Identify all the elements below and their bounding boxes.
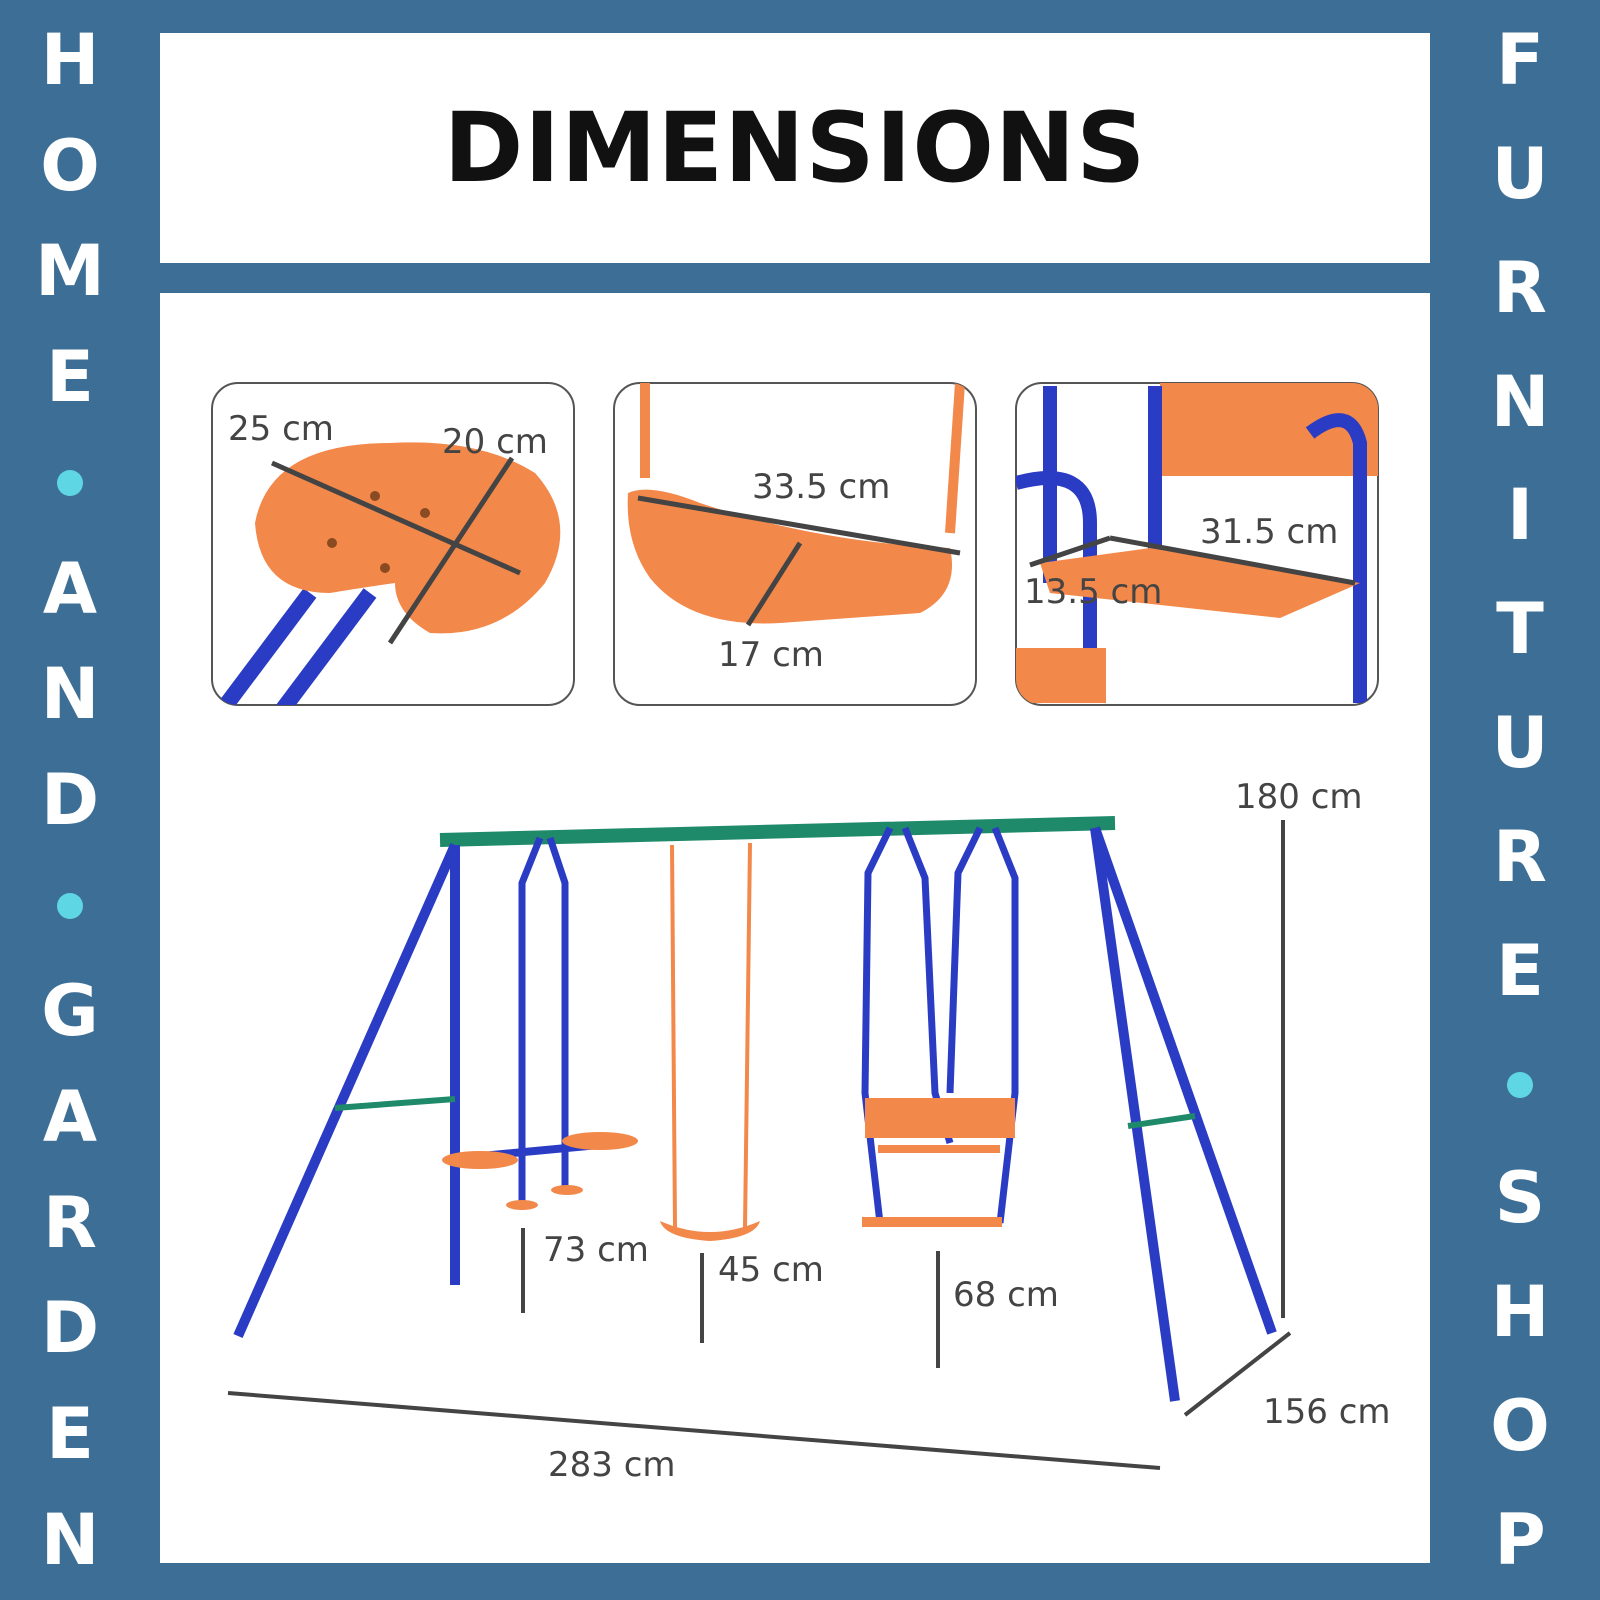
separator-dot (57, 469, 83, 496)
seesaw-height: 73 cm (543, 1230, 649, 1270)
brand-letter: R (1493, 246, 1547, 329)
brand-letter: R (43, 1181, 97, 1264)
brand-letter: E (46, 1393, 94, 1476)
overall-width: 283 cm (548, 1445, 676, 1485)
inset-seesaw-seat: 25 cm 20 cm (211, 382, 575, 706)
brand-letter: R (1493, 815, 1547, 898)
inset-glider-seat: 31.5 cm 13.5 cm (1015, 382, 1379, 706)
brand-letter: M (35, 230, 105, 313)
separator-dot (1507, 1071, 1533, 1098)
swing-set-illustration (233, 816, 1277, 1402)
brand-letter: G (41, 970, 99, 1053)
brand-letter: N (40, 1498, 100, 1581)
brand-letter: I (1506, 474, 1534, 557)
seesaw-seat-width: 20 cm (442, 422, 548, 462)
title-panel: DIMENSIONS (160, 33, 1430, 263)
brand-letter: U (1491, 702, 1549, 785)
brand-letter: N (40, 653, 100, 736)
separator-dot (57, 892, 83, 919)
inset-swing-seat: 33.5 cm 17 cm (613, 382, 977, 706)
brand-letter: T (1496, 588, 1544, 671)
brand-letter: A (42, 547, 98, 630)
brand-letter: D (40, 1287, 100, 1370)
glider-seat-length: 31.5 cm (1200, 512, 1338, 552)
brand-letter: O (40, 124, 100, 207)
dimension-lines (227, 820, 1292, 1470)
glider-height: 68 cm (953, 1275, 1059, 1315)
brand-letter: F (1496, 19, 1544, 101)
overall-height: 180 cm (1235, 777, 1363, 817)
brand-letter: O (1490, 1385, 1550, 1468)
brand-letter: H (40, 19, 100, 101)
brand-letter: N (1490, 360, 1550, 443)
brand-letter: H (1490, 1271, 1550, 1354)
glider-seat-width: 13.5 cm (1024, 572, 1162, 612)
dimension-diagram: 25 cm 20 cm 33.5 cm 17 cm (211, 382, 1391, 1485)
swing-seat-width: 17 cm (718, 635, 824, 675)
brand-letter: U (1491, 132, 1549, 215)
brand-letter: E (1496, 929, 1544, 1012)
brand-letter: A (42, 1076, 98, 1159)
swing-seat-length: 33.5 cm (752, 467, 890, 507)
overall-depth: 156 cm (1263, 1392, 1391, 1432)
swing-height: 45 cm (718, 1250, 824, 1290)
brand-letter: S (1494, 1157, 1546, 1240)
seesaw-seat-length: 25 cm (228, 409, 334, 449)
brand-letter: D (40, 758, 100, 841)
page-title: DIMENSIONS (443, 92, 1147, 204)
diagram-panel: 25 cm 20 cm 33.5 cm 17 cm (160, 293, 1430, 1563)
brand-letter: P (1494, 1498, 1546, 1581)
brand-letter: E (46, 336, 94, 419)
